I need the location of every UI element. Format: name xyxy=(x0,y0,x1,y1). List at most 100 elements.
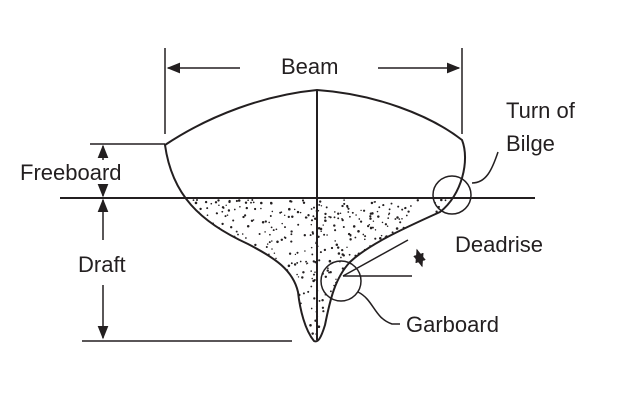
stipple-dot xyxy=(379,237,382,240)
stipple-dot xyxy=(320,205,323,207)
turn-of-bilge-label-line2: Bilge xyxy=(506,131,555,156)
stipple-dot xyxy=(280,238,283,241)
stipple-dot xyxy=(369,226,373,229)
stipple-dot xyxy=(233,208,236,211)
stipple-dot xyxy=(290,230,293,233)
stipple-dot xyxy=(273,252,276,254)
stipple-dot xyxy=(360,209,362,212)
beam-label: Beam xyxy=(281,54,338,79)
stipple-dot xyxy=(296,251,299,254)
stipple-dot xyxy=(333,216,336,219)
stipple-dot xyxy=(310,223,313,226)
stipple-dot xyxy=(319,227,323,231)
stipple-dot xyxy=(271,210,274,213)
stipple-dot xyxy=(347,207,350,210)
stipple-dot xyxy=(247,199,249,201)
stipple-dot xyxy=(271,248,273,250)
stipple-dot xyxy=(266,243,269,245)
stipple-dot xyxy=(329,271,332,274)
stipple-dot xyxy=(287,215,290,219)
stipple-dot xyxy=(328,215,330,218)
stipple-dot xyxy=(388,212,391,215)
stipple-dot xyxy=(388,208,391,211)
stipple-dot xyxy=(239,206,241,208)
stipple-dot xyxy=(323,248,327,252)
stipple-dot xyxy=(340,256,342,259)
stipple-dot xyxy=(405,214,408,217)
stipple-dot xyxy=(199,207,202,211)
stipple-dot xyxy=(313,279,316,281)
stipple-dot xyxy=(371,226,374,229)
stipple-dot xyxy=(416,199,419,202)
stipple-dot xyxy=(194,201,198,205)
stipple-dot xyxy=(288,252,292,255)
stipple-dot xyxy=(294,253,297,256)
stipple-dot xyxy=(325,206,328,209)
stipple-dot xyxy=(321,306,325,309)
stipple-dot xyxy=(222,207,225,209)
stipple-dot xyxy=(324,216,327,219)
stipple-dot xyxy=(330,246,334,250)
stipple-dot xyxy=(306,263,308,265)
stipple-dot xyxy=(297,223,300,226)
stipple-dot xyxy=(346,246,348,249)
stipple-dot xyxy=(310,285,313,288)
stipple-dot xyxy=(401,208,404,211)
stipple-dot xyxy=(387,217,390,219)
stipple-dot xyxy=(335,278,337,281)
stipple-dot xyxy=(372,220,375,222)
stipple-dot xyxy=(290,200,293,203)
stipple-dot xyxy=(272,229,275,232)
stipple-dot xyxy=(265,245,268,249)
stipple-dot xyxy=(343,199,345,201)
stipple-dot xyxy=(260,201,263,205)
stipple-dot xyxy=(324,212,327,216)
stipple-dot xyxy=(347,232,351,236)
stipple-dot xyxy=(310,208,313,210)
turn-of-bilge-leader xyxy=(471,151,499,184)
stipple-dot xyxy=(210,202,213,205)
stipple-dot xyxy=(355,214,357,216)
stipple-dot xyxy=(334,211,336,213)
stipple-dot xyxy=(310,246,313,249)
stipple-dot xyxy=(293,263,297,266)
stipple-dot xyxy=(382,204,385,207)
stipple-dot xyxy=(318,299,321,302)
stipple-dot xyxy=(407,210,410,213)
stipple-dot xyxy=(299,211,302,214)
stipple-dot xyxy=(326,234,328,236)
stipple-dot xyxy=(391,231,394,234)
stipple-dot xyxy=(328,271,331,274)
stipple-dot xyxy=(250,201,252,204)
turn-of-bilge-label-line1: Turn of xyxy=(506,98,576,123)
stipple-dot xyxy=(317,325,321,328)
stipple-dot xyxy=(206,214,209,217)
stipple-dot xyxy=(349,234,352,237)
stipple-dot xyxy=(321,298,324,302)
stipple-dot xyxy=(313,217,317,220)
stipple-dot xyxy=(404,207,406,210)
stipple-dot xyxy=(204,200,208,204)
stipple-dot xyxy=(301,276,304,279)
stipple-dot xyxy=(283,236,286,239)
stipple-dot xyxy=(357,230,360,233)
stipple-dot xyxy=(341,204,344,208)
stipple-dot xyxy=(270,226,273,229)
stipple-dot xyxy=(343,202,346,205)
hull-outline xyxy=(163,88,466,343)
stipple-fill xyxy=(192,198,447,335)
stipple-dot xyxy=(320,230,322,233)
stipple-dot xyxy=(346,204,349,208)
stipple-dot xyxy=(227,209,231,212)
stipple-dot xyxy=(217,199,220,202)
stipple-dot xyxy=(341,253,344,256)
stipple-dot xyxy=(302,201,306,205)
stipple-dot xyxy=(304,250,306,252)
stipple-dot xyxy=(254,207,257,211)
stipple-dot xyxy=(302,271,305,274)
stipple-dot xyxy=(369,215,372,218)
garboard-label: Garboard xyxy=(406,312,499,337)
stipple-dot xyxy=(364,238,366,241)
stipple-dot xyxy=(299,260,302,263)
stipple-dot xyxy=(444,199,447,202)
